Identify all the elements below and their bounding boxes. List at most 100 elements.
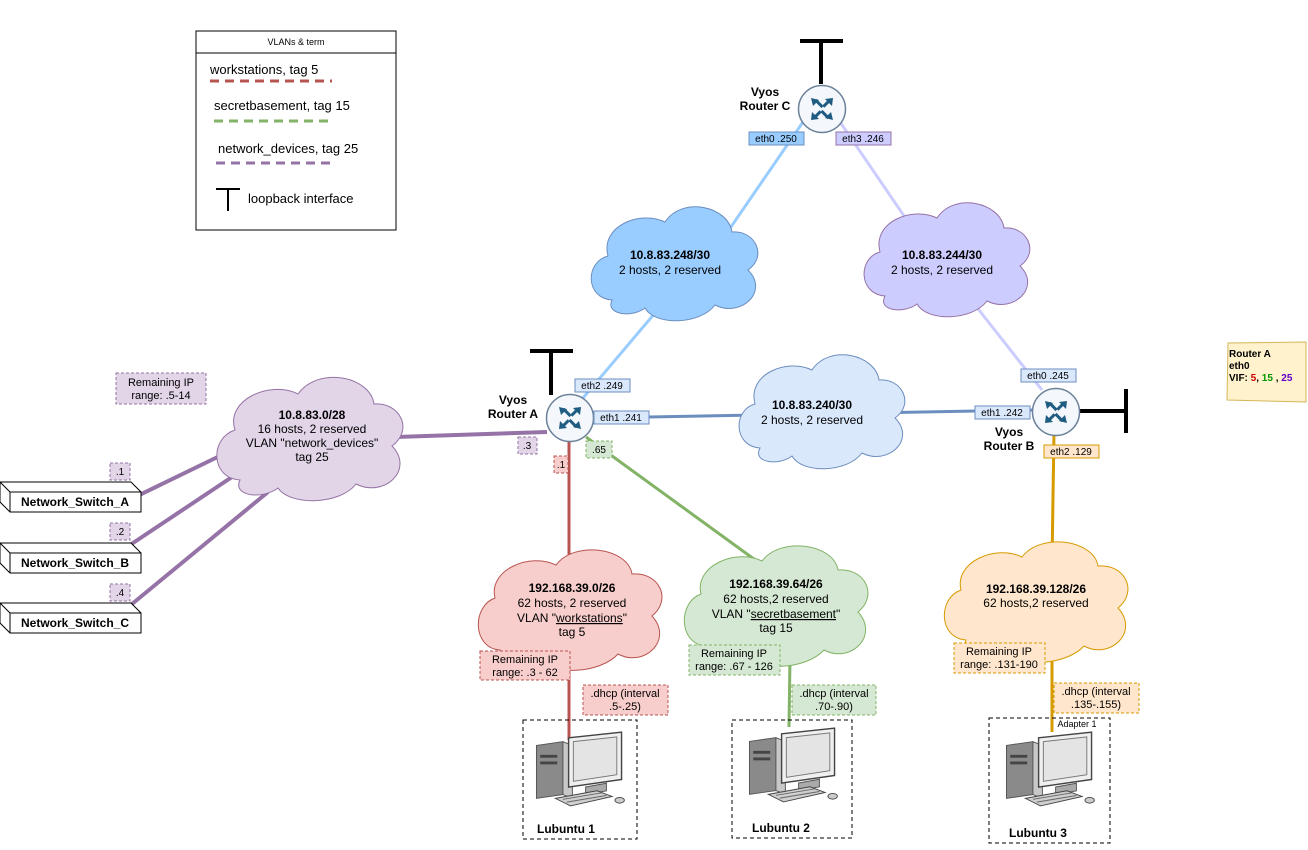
net-0-title: 10.8.83.0/28 bbox=[279, 408, 346, 422]
router-c-name-line1: Vyos bbox=[751, 85, 780, 99]
remaining-lan128-line2: range: .131-190 bbox=[960, 659, 1038, 671]
cloud-lan-128: 192.168.39.128/26 62 hosts,2 reserved bbox=[943, 541, 1129, 663]
lan-0-title: 192.168.39.0/26 bbox=[529, 581, 616, 595]
loopback-icon bbox=[216, 188, 240, 211]
net-248-sub: 2 hosts, 2 reserved bbox=[619, 263, 721, 277]
remaining-lan64-line2: range: .67 - 126 bbox=[695, 661, 773, 673]
sticky-line1: Router A bbox=[1229, 349, 1271, 360]
lan-0-hosts: 62 hosts, 2 reserved bbox=[518, 596, 627, 610]
switch-c-label: Network_Switch_C bbox=[21, 616, 129, 630]
if-a-65: .65 bbox=[592, 445, 606, 456]
router-b-icon bbox=[1031, 387, 1081, 437]
if-a-eth1: eth1 .241 bbox=[600, 413, 642, 424]
legend-loopback-label: loopback interface bbox=[248, 191, 354, 206]
host-lubuntu-2[interactable]: Lubuntu 2 bbox=[731, 719, 853, 839]
dhcp-lan64-line2: .70-.90) bbox=[815, 701, 853, 713]
sticky-vif-15: 15 bbox=[1262, 373, 1274, 384]
cloud-lan-64: 192.168.39.64/26 62 hosts,2 reserved VLA… bbox=[683, 545, 869, 667]
remaining-lan128-line1: Remaining IP bbox=[966, 646, 1032, 658]
lan-64-hosts: 62 hosts,2 reserved bbox=[723, 592, 828, 606]
if-a-eth2: eth2 .249 bbox=[581, 381, 623, 392]
remaining-lan0: Remaining IP range: .3 - 62 bbox=[479, 650, 571, 681]
loopback-router-c-icon bbox=[800, 39, 843, 84]
sticky-note: Router A eth0 VIF: 5, 15 , 25 bbox=[1226, 341, 1307, 403]
network-switch-c[interactable]: Network_Switch_C bbox=[0, 602, 142, 634]
router-c-icon bbox=[797, 84, 847, 134]
cloud-net-244: 10.8.83.244/30 2 hosts, 2 reserved bbox=[863, 202, 1031, 318]
link-lan64-lubuntu2 bbox=[787, 657, 792, 728]
loopback-router-b-icon bbox=[1080, 389, 1128, 433]
cloud-net-0: 10.8.83.0/28 16 hosts, 2 reserved VLAN "… bbox=[216, 376, 404, 502]
if-b-eth1: eth1 .242 bbox=[981, 408, 1023, 419]
remaining-net0-line2: range: .5-14 bbox=[131, 390, 190, 402]
computer-icon bbox=[1005, 731, 1096, 807]
remaining-lan0-line2: range: .3 - 62 bbox=[492, 667, 557, 679]
remaining-lan128: Remaining IP range: .131-190 bbox=[953, 642, 1046, 674]
router-b[interactable]: Vyos Router B bbox=[984, 387, 1081, 454]
net-0-hosts: 16 hosts, 2 reserved bbox=[258, 422, 367, 436]
remaining-lan64: Remaining IP range: .67 - 126 bbox=[688, 644, 781, 676]
legend-title: VLANs & term bbox=[267, 37, 324, 47]
if-c-eth3: eth3 .246 bbox=[842, 134, 884, 145]
remaining-net0: Remaining IP range: .5-14 bbox=[115, 372, 207, 405]
switch-a-label: Network_Switch_A bbox=[21, 495, 129, 509]
link-routerA-net0 bbox=[395, 430, 548, 439]
net-248-title: 10.8.83.248/30 bbox=[630, 248, 710, 262]
net-0-tag: tag 25 bbox=[295, 450, 329, 464]
router-a-name-line2: Router A bbox=[488, 407, 539, 421]
remaining-net0-line1: Remaining IP bbox=[128, 377, 194, 389]
cloud-net-248: 10.8.83.248/30 2 hosts, 2 reserved bbox=[590, 206, 759, 322]
if-b-eth0: eth0 .245 bbox=[1027, 371, 1069, 382]
net-240-title: 10.8.83.240/30 bbox=[772, 398, 852, 412]
router-a[interactable]: Vyos Router A bbox=[488, 393, 595, 443]
lan-0-vlan: VLAN "workstations" bbox=[517, 611, 627, 625]
if-a-1: .1 bbox=[557, 460, 566, 471]
network-switch-b[interactable]: Network_Switch_B bbox=[0, 542, 142, 574]
lan-64-tag: tag 15 bbox=[759, 621, 793, 635]
cloud-lan-0: 192.168.39.0/26 62 hosts, 2 reserved VLA… bbox=[477, 549, 663, 671]
router-b-name-line1: Vyos bbox=[995, 425, 1024, 439]
sticky-vif-25: 25 bbox=[1281, 373, 1293, 384]
interface-tags: eth0 .250 eth3 .246 eth2 .249 eth1 .241 … bbox=[109, 131, 1100, 602]
host-lubuntu-3[interactable]: Adapter 1 Lubuntu 3 bbox=[988, 717, 1111, 844]
lan-0-tag: tag 5 bbox=[559, 625, 586, 639]
dhcp-lan0-line2: .5-.25) bbox=[609, 701, 641, 713]
legend-item-secretbasement: secretbasement, tag 15 bbox=[214, 98, 350, 113]
dhcp-lan128: .dhcp (interval .135-.155) bbox=[1053, 682, 1140, 714]
dhcp-lan0: .dhcp (interval .5-.25) bbox=[582, 684, 669, 716]
lan-128-hosts: 62 hosts,2 reserved bbox=[983, 596, 1088, 610]
dhcp-lan0-line1: .dhcp (interval bbox=[590, 688, 659, 700]
lan-64-title: 192.168.39.64/26 bbox=[729, 577, 823, 591]
link-net0-switchB bbox=[128, 473, 237, 547]
legend-item-workstations: workstations, tag 5 bbox=[209, 62, 318, 77]
link-routerA-lan64 bbox=[585, 435, 759, 564]
legend-box bbox=[195, 30, 397, 231]
computer-icon bbox=[535, 731, 626, 807]
router-c-name-line2: Router C bbox=[740, 99, 791, 113]
remaining-lan0-line1: Remaining IP bbox=[492, 654, 558, 666]
dhcp-lan64: .dhcp (interval .70-.90) bbox=[791, 684, 877, 716]
legend: VLANs & term workstations, tag 5 secretb… bbox=[195, 30, 397, 231]
if-switch-c: .4 bbox=[116, 588, 125, 599]
if-switch-a: .1 bbox=[116, 467, 125, 478]
sticky-vif: VIF: 5, 15 , 25 bbox=[1229, 373, 1293, 384]
if-a-3: .3 bbox=[523, 441, 532, 452]
net-244-sub: 2 hosts, 2 reserved bbox=[891, 263, 993, 277]
loopback-router-a-icon bbox=[530, 349, 573, 395]
net-244-title: 10.8.83.244/30 bbox=[902, 248, 982, 262]
dhcp-lan128-line1: .dhcp (interval bbox=[1061, 686, 1130, 698]
lan-128-title: 192.168.39.128/26 bbox=[986, 582, 1086, 596]
net-0-vlan: VLAN "network_devices" bbox=[246, 436, 379, 450]
if-b-eth2: eth2 .129 bbox=[1050, 447, 1092, 458]
net-240-sub: 2 hosts, 2 reserved bbox=[761, 413, 863, 427]
cloud-net-240: 10.8.83.240/30 2 hosts, 2 reserved bbox=[738, 354, 906, 470]
dhcp-lan128-line2: .135-.155) bbox=[1071, 699, 1121, 711]
link-net0-switchC bbox=[130, 490, 270, 606]
host-lubuntu-1[interactable]: Lubuntu 1 bbox=[522, 719, 638, 840]
legend-item-network-devices: network_devices, tag 25 bbox=[218, 141, 358, 156]
router-c[interactable]: Vyos Router C bbox=[740, 84, 847, 134]
switch-b-label: Network_Switch_B bbox=[21, 556, 129, 570]
router-a-icon bbox=[545, 393, 595, 443]
network-switch-a[interactable]: Network_Switch_A bbox=[0, 481, 142, 513]
